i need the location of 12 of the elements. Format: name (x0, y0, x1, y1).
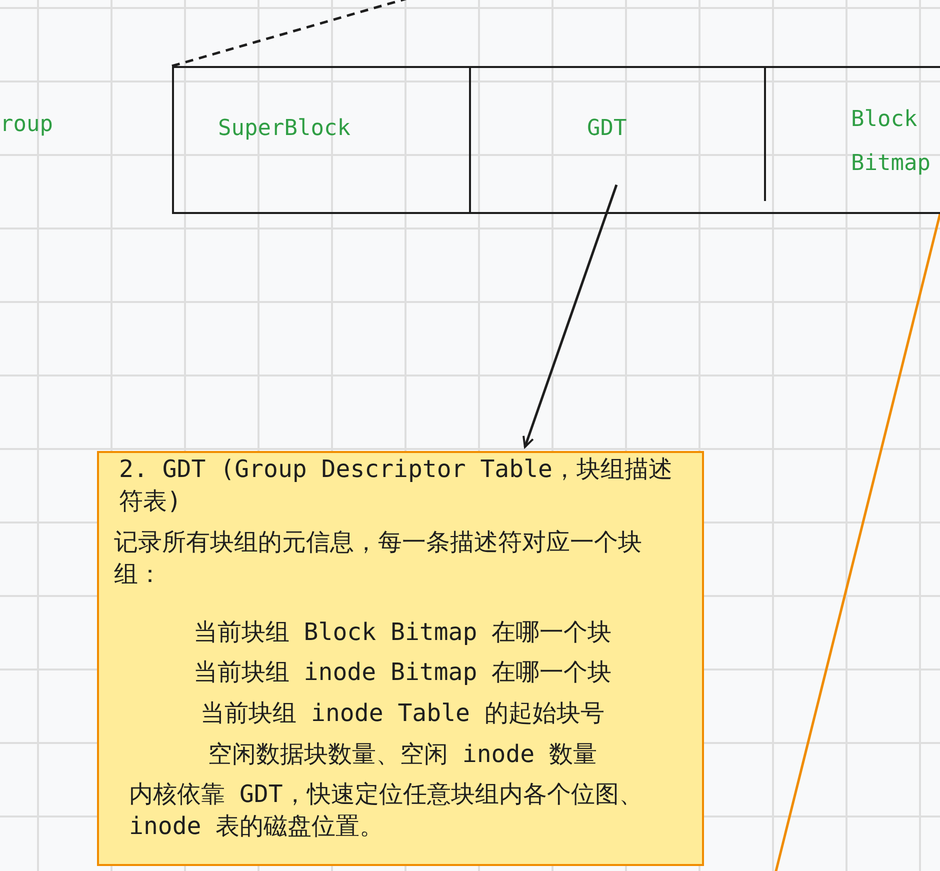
note-card (97, 451, 704, 866)
note-title: 2. GDT (Group Descriptor Table，块组描述符表) (119, 454, 674, 517)
note-text: 记录所有块组的元信息，每一条描述符对应一个块组： (114, 527, 643, 590)
block-row (172, 66, 940, 214)
table-cell: SuperBlock (174, 68, 469, 214)
group-label: roup (0, 112, 53, 137)
connector-line (774, 214, 940, 871)
list-item: 当前块组 Block Bitmap 在哪一个块 (192, 617, 613, 648)
list-item: 当前块组 inode Bitmap 在哪一个块 (192, 657, 613, 688)
note-text: 内核依靠 GDT，快速定位任意块组内各个位图、inode 表的磁盘位置。 (129, 779, 644, 842)
list-item: 当前块组 inode Table 的起始块号 (200, 698, 606, 729)
list-item: 空闲数据块数量、空闲 inode 数量 (206, 739, 598, 770)
